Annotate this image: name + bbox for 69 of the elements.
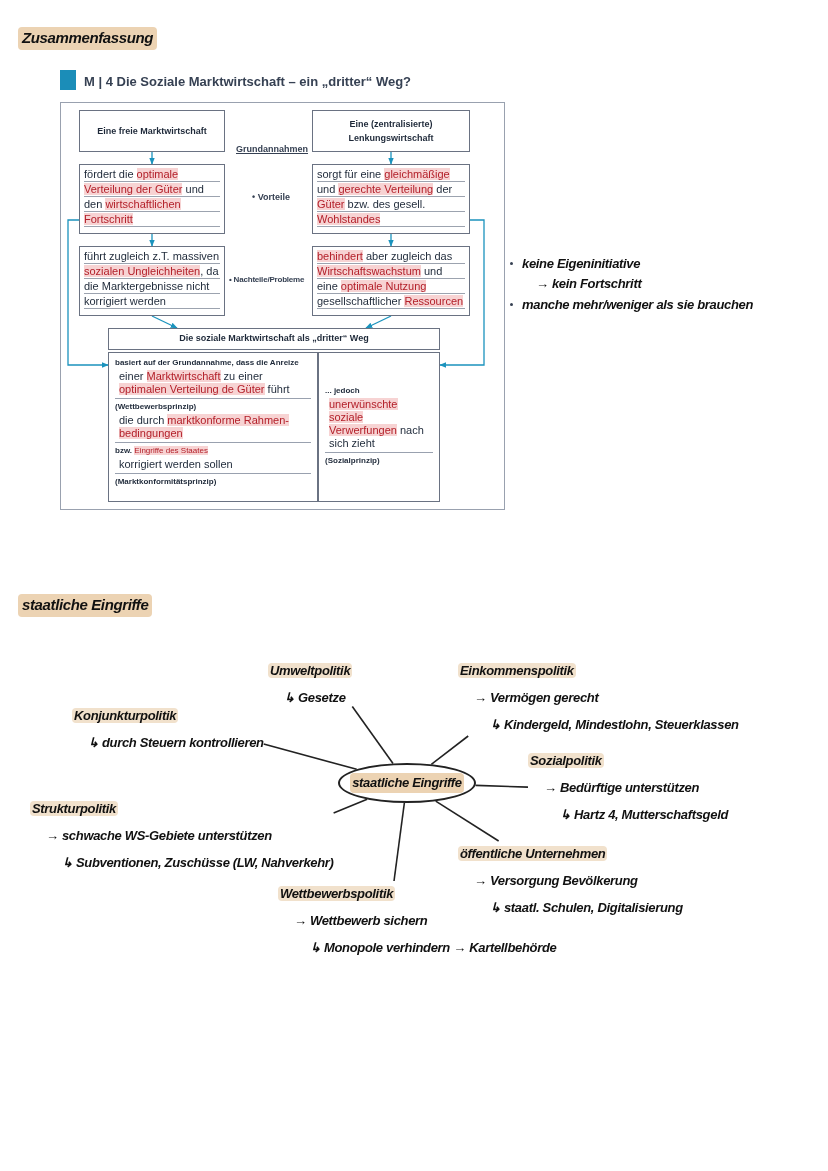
box-text: sorgt für eine gleichmäßige und gerechte Verteilung der Güter bzw. des gesell. Wohlstandes — [317, 167, 465, 227]
box-text: korrigiert werden sollen — [115, 458, 311, 474]
topic-heading: Umweltpolitik — [268, 663, 353, 678]
box-text: fördert die optimale Verteilung der Güter und den wirtschaftlichen Fortschritt — [84, 167, 220, 227]
header-box — [312, 110, 470, 152]
topic-note: → Bedürftige unterstützen — [544, 780, 700, 795]
topic-note: → schwache WS-Gebiete unterstützen — [46, 828, 272, 843]
title-box — [108, 328, 440, 350]
topic-heading: Konjunkturpolitik — [72, 708, 179, 723]
topic-note: ↳ durch Steuern kontrollieren — [88, 735, 264, 750]
arrow — [149, 151, 155, 165]
arrow — [439, 219, 485, 368]
connector-line — [430, 735, 469, 766]
text-box — [312, 164, 470, 234]
text-box — [312, 246, 470, 316]
arrow — [388, 233, 394, 247]
topic-note: ↳ Kindergeld, Mindestlohn, Steuerklassen — [490, 717, 739, 732]
topic-note: ↳ Monopole verhindern → Kartellbehörde — [310, 940, 557, 955]
arrow — [365, 315, 392, 329]
topic-note: ↳ staatl. Schulen, Digitalisierung — [490, 900, 683, 915]
box-note: bzw. Eingriffe des Staates — [115, 445, 209, 456]
topic-note: → Versorgung Bevölkerung — [474, 873, 638, 888]
text-box — [318, 352, 440, 502]
handwritten-note: keine Eigeninitiative — [522, 255, 641, 273]
section-heading: M | 4 Die Soziale Marktwirtschaft – ein „dritter“ Weg? — [84, 73, 412, 91]
row-label: Grundannahmen — [236, 143, 308, 156]
box-note: basiert auf der Grundannahme, dass die Anreize — [115, 357, 300, 368]
topic-heading: Strukturpolitik — [30, 801, 118, 816]
connector-line — [434, 800, 500, 842]
arrow — [149, 233, 155, 247]
row-label: • Vorteile — [252, 191, 290, 204]
text-box — [108, 352, 318, 502]
box-note: (Wettbewerbsprinzip) — [115, 401, 198, 412]
box-note: (Marktkonformitätsprinzip) — [115, 476, 218, 487]
text-box — [79, 246, 225, 316]
topic-heading: Wettbewerbspolitik — [278, 886, 396, 901]
handwritten-note: → kein Fortschritt — [536, 275, 642, 293]
box-note: (Sozialprinzip) — [325, 455, 381, 466]
box-text: führt zugleich z.T. massiven sozialen Ungleichheiten, da die Marktergebnisse nicht korrigiert werden — [84, 249, 220, 309]
arrow — [151, 315, 178, 329]
topic-heading: öffentliche Unternehmen — [458, 846, 608, 861]
topic-note: ↳ Gesetze — [284, 690, 346, 705]
row-label: • Nachteile/Probleme — [229, 274, 305, 286]
topic-heading: Sozialpolitik — [528, 753, 604, 768]
page-heading: Zusammenfassung — [18, 27, 158, 50]
arrow — [67, 219, 109, 368]
box-text: behindert aber zugleich das Wirtschaftswachstum und eine optimale Nutzung gesellschaftlicher Ressourcen — [317, 249, 465, 309]
box-text: einer Marktwirtschaft zu einer optimalen Verteilung de Güter führt — [115, 370, 311, 399]
header-box — [79, 110, 225, 152]
connector-line — [474, 784, 529, 788]
topic-note: → Vermögen gerecht — [474, 690, 599, 705]
topic-note: → Wettbewerb sichern — [294, 913, 428, 928]
connector-line — [393, 802, 406, 882]
box-text: die durch marktkonforme Rahmen- bedingungen — [115, 414, 311, 443]
connector-line — [351, 705, 394, 765]
box-note: ... jedoch — [325, 385, 361, 396]
arrow — [388, 151, 394, 165]
connector-line — [262, 743, 358, 771]
center-text: staatliche Eingriffe — [350, 773, 464, 793]
topic-heading: Einkommenspolitik — [458, 663, 576, 678]
box-heading: Eine (zentralisierte) Lenkungswirtschaft — [347, 118, 435, 145]
topic-note: ↳ Subventionen, Zuschüsse (LW, Nahverkehr) — [62, 855, 334, 870]
text-box — [79, 164, 225, 234]
handwritten-note: manche mehr/weniger als sie brauchen — [522, 296, 754, 314]
box-heading: Eine freie Marktwirtschaft — [97, 125, 207, 138]
box-heading: Die soziale Marktwirtschaft als „dritter“ Weg — [179, 332, 369, 346]
box-text: unerwünschte soziale Verwerfungen nach sich zieht — [325, 398, 433, 453]
topic-note: ↳ Hartz 4, Mutterschaftsgeld — [560, 807, 729, 822]
section-heading: staatliche Eingriffe — [18, 594, 153, 617]
